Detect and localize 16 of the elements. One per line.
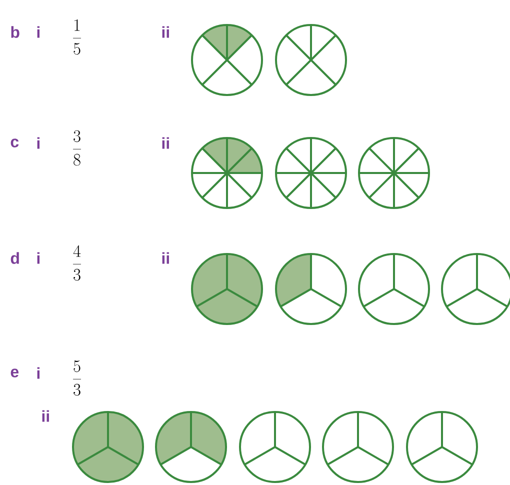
sub-part: i (37, 26, 40, 38)
sub-part: ii (162, 26, 169, 38)
fraction: $\frac{1}{5}$ (73, 19, 81, 55)
sub-part: ii (162, 252, 169, 264)
sub-part: i (37, 252, 40, 264)
fraction: $\frac{3}{8}$ (73, 130, 81, 166)
sub-part: i (37, 137, 40, 149)
fraction: $\frac{4}{3}$ (73, 245, 81, 281)
part-letter: e (10, 368, 19, 378)
part-letter: d (10, 252, 19, 264)
part-letter: c (10, 138, 19, 148)
sub-part: i (37, 367, 40, 379)
sub-part: ii (42, 410, 49, 422)
sub-part: ii (162, 137, 169, 149)
fraction: $\frac{5}{3}$ (73, 360, 81, 396)
part-letter: b (11, 26, 20, 38)
